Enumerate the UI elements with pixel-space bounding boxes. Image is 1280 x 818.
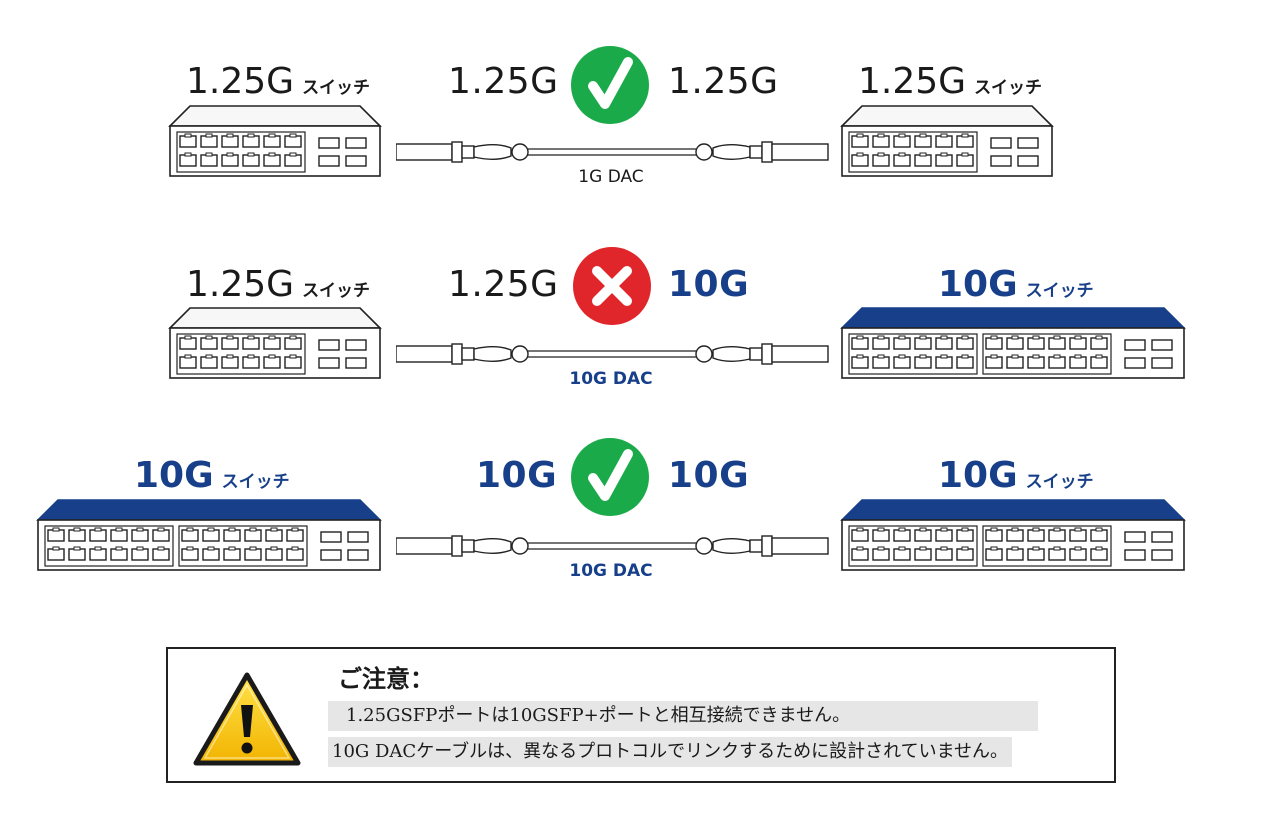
row2-right-switch-text: スイッチ (1025, 281, 1094, 301)
row3-cable-label: 10G DAC (569, 561, 653, 581)
row2-left-speed: 1.25G (448, 264, 559, 305)
row1-left-switch (168, 105, 382, 177)
row3-dac-cable (396, 535, 829, 557)
row3-right-switch (840, 499, 1186, 571)
check-icon (571, 438, 649, 516)
row3-right-switch-label: 10G スイッチ (938, 456, 1094, 496)
row1-left-switch-text: スイッチ (302, 78, 371, 98)
row1-cable-label: 1G DAC (578, 167, 644, 187)
row2-right-switch-label: 10G スイッチ (938, 265, 1094, 305)
row3-left-switch-speed: 10G (134, 455, 214, 496)
row1-right-switch (840, 105, 1054, 177)
caution-note: ご注意： 1.25GSFPポートは10GSFP+ポートと相互接続できません。 1… (166, 647, 1116, 783)
note-line-1: 1.25GSFPポートは10GSFP+ポートと相互接続できません。 (328, 701, 1038, 731)
row1-right-switch-text: スイッチ (974, 78, 1043, 98)
row2-left-switch-label: 1.25G スイッチ (186, 265, 370, 305)
row1-right-switch-label: 1.25G スイッチ (858, 62, 1042, 102)
row1-dac-cable (396, 141, 829, 163)
row3-left-switch (36, 499, 382, 571)
row2-cable-label: 10G DAC (569, 369, 653, 389)
row2-left-switch (168, 307, 382, 379)
row3-left-switch-text: スイッチ (221, 472, 290, 492)
row1-left-speed: 1.25G (448, 61, 559, 102)
row3-right-switch-text: スイッチ (1025, 472, 1094, 492)
row2-left-switch-text: スイッチ (302, 281, 371, 301)
note-title: ご注意： (338, 664, 434, 693)
row3-left-speed: 10G (476, 455, 558, 496)
check-icon (571, 46, 649, 124)
cross-icon (573, 247, 651, 325)
row3-left-switch-label: 10G スイッチ (134, 456, 290, 496)
row2-right-switch-speed: 10G (938, 264, 1018, 305)
row2-right-speed: 10G (668, 264, 750, 305)
row1-left-switch-label: 1.25G スイッチ (186, 62, 370, 102)
row2-left-switch-speed: 1.25G (186, 264, 295, 305)
row1-right-speed: 1.25G (668, 61, 779, 102)
row1-left-switch-speed: 1.25G (186, 61, 295, 102)
note-line-2: 10G DACケーブルは、異なるプロトコルでリンクするために設計されていません。 (328, 737, 1013, 767)
row2-right-switch (840, 307, 1186, 379)
row1-right-switch-speed: 1.25G (858, 61, 967, 102)
row3-right-switch-speed: 10G (938, 455, 1018, 496)
warning-icon (193, 672, 301, 766)
row3-right-speed: 10G (668, 455, 750, 496)
row2-dac-cable (396, 343, 829, 365)
